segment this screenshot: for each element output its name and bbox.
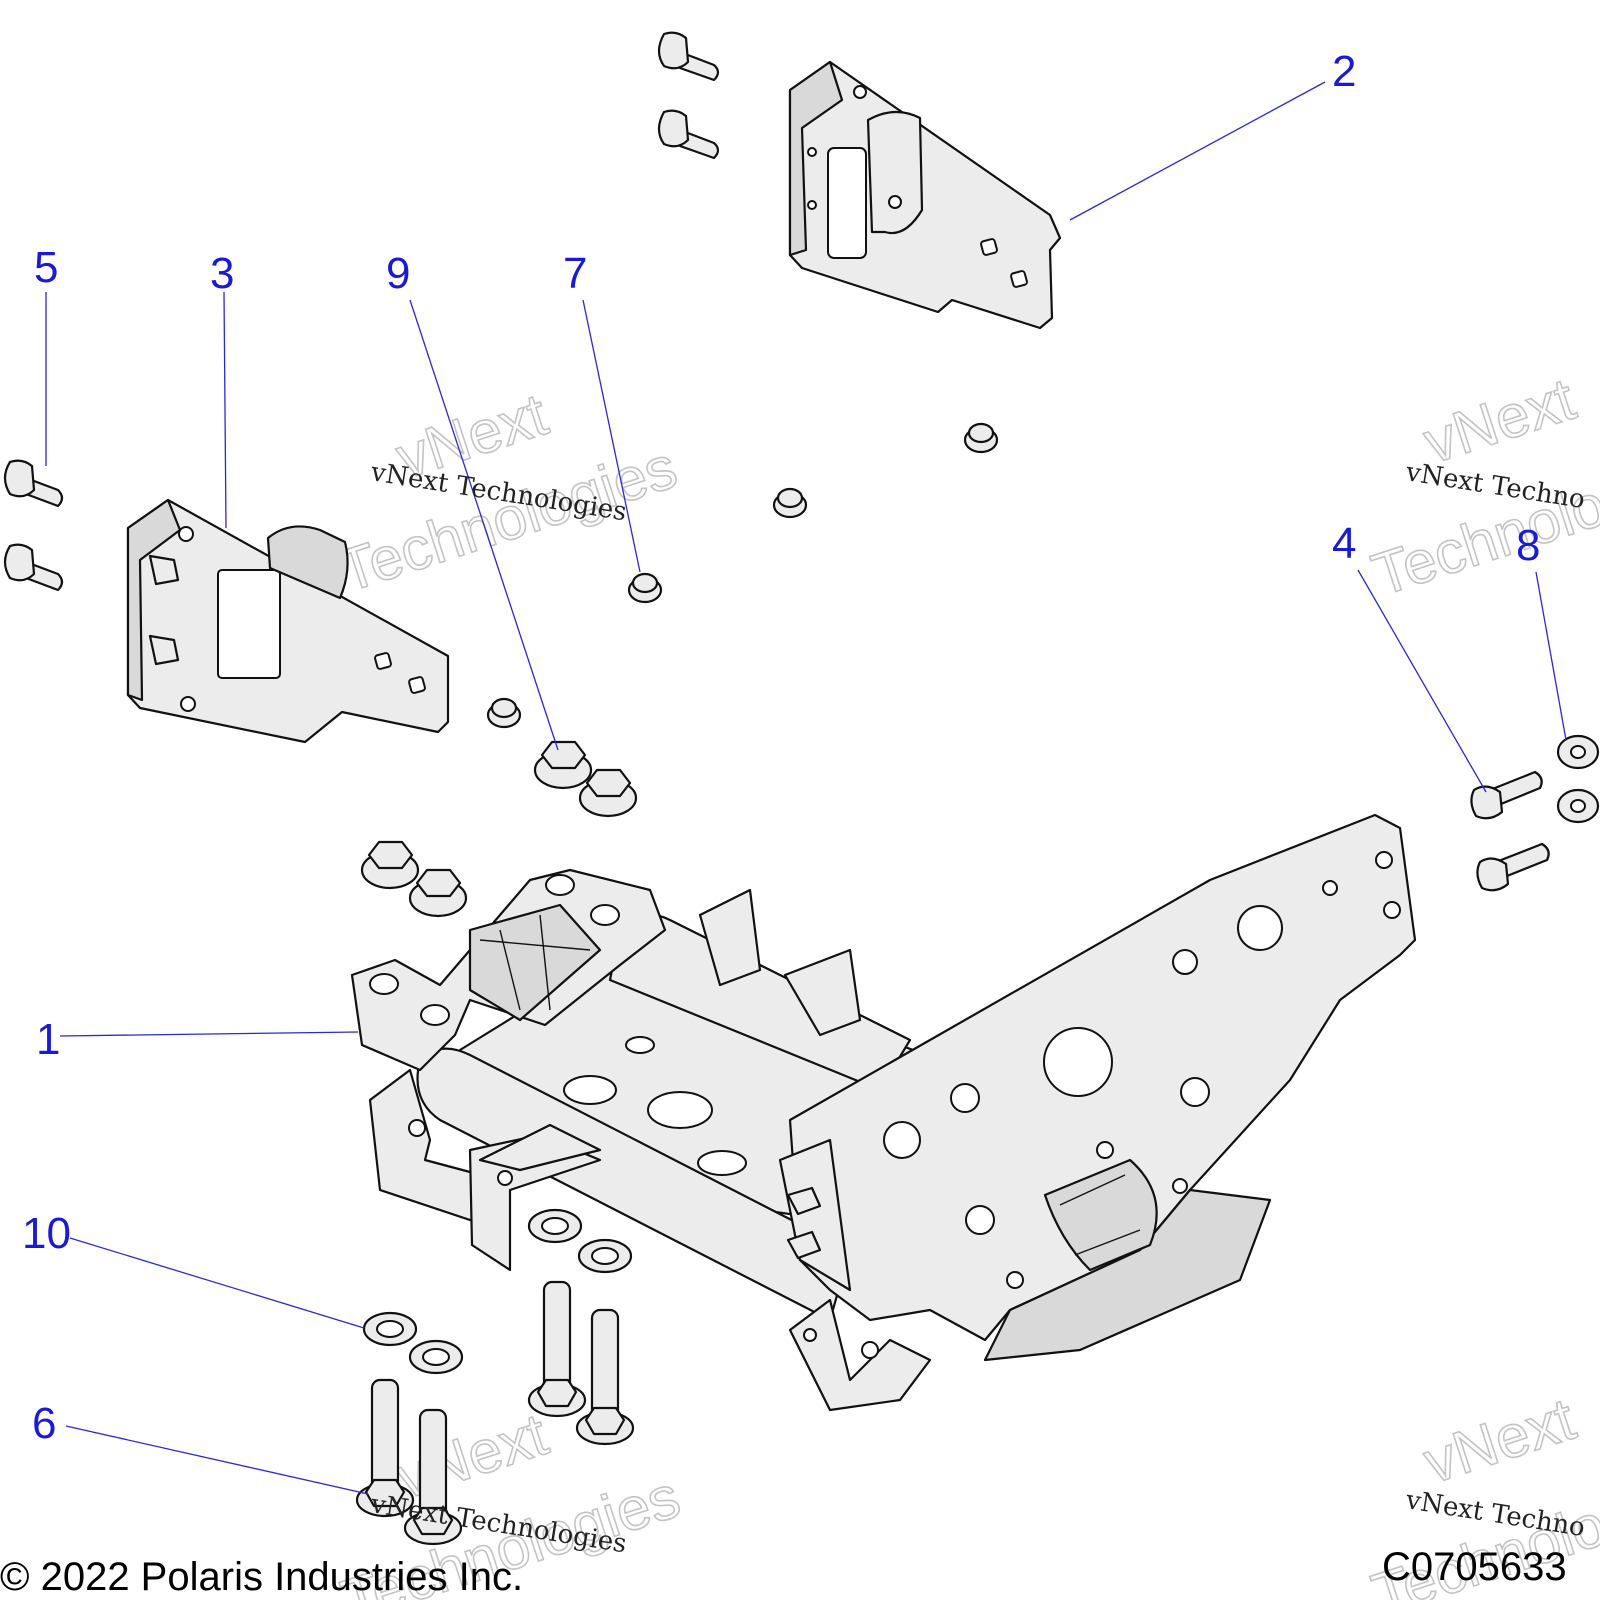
flange-nut-small [486, 697, 522, 729]
leader-line-6 [65, 1425, 369, 1495]
flange-bolt-long [575, 1308, 635, 1446]
callout-1: 1 [36, 1015, 60, 1064]
flange-nut-small [772, 487, 808, 519]
washer [577, 1238, 633, 1274]
bolt-right-2 [1476, 842, 1550, 892]
washer [408, 1339, 464, 1375]
part-2-upper-bracket [788, 60, 1062, 330]
flange-nut-large [533, 740, 593, 790]
flange-bolt-long [355, 1378, 415, 1518]
leader-line-2 [1069, 81, 1326, 221]
bolt-left-1 [3, 459, 64, 508]
watermark-big-word: Technologies [1364, 437, 1600, 609]
callout-2: 2 [1332, 47, 1356, 96]
callout-5: 5 [34, 243, 58, 292]
flange-nut-small [627, 572, 663, 604]
watermark-big-word: vNext [1416, 1385, 1583, 1496]
drawing-code: C0705633 [1382, 1545, 1567, 1589]
copyright-text: © 2022 Polaris Industries Inc. [0, 1555, 523, 1599]
flange-bolt-long [527, 1280, 587, 1418]
leader-line-9 [409, 299, 559, 751]
part-3-left-bracket [126, 498, 450, 744]
flange-nut-large [578, 768, 638, 818]
leader-line-3 [223, 291, 227, 529]
leader-line-7 [582, 299, 641, 573]
callout-10: 10 [22, 1209, 71, 1258]
flange-nut-large [408, 868, 468, 918]
watermark-big-word: vNext [1416, 365, 1583, 476]
bolt-left-2 [3, 543, 64, 592]
callout-4: 4 [1332, 519, 1356, 568]
flange-nut-right [1556, 734, 1600, 770]
callout-8: 8 [1516, 521, 1540, 570]
flange-nut-small [963, 422, 999, 454]
part-1-main-frame [350, 813, 1417, 1412]
callout-3: 3 [210, 249, 234, 298]
bolt-upper-1 [657, 31, 720, 82]
leader-line-1 [59, 1031, 359, 1037]
leader-line-4 [1357, 569, 1487, 793]
callout-9: 9 [386, 249, 410, 298]
flange-bolt-long [403, 1408, 463, 1546]
leader-lines [45, 81, 1567, 1495]
leader-line-10 [69, 1237, 365, 1329]
callout-6: 6 [32, 1399, 56, 1448]
bolt-right-1 [1470, 770, 1543, 820]
washer [527, 1208, 583, 1244]
callout-7: 7 [563, 249, 587, 298]
flange-nut-large [360, 840, 420, 890]
bolt-upper-2 [657, 109, 720, 160]
leader-line-8 [1535, 571, 1567, 741]
washer [362, 1311, 418, 1347]
flange-nut-right [1556, 788, 1600, 824]
